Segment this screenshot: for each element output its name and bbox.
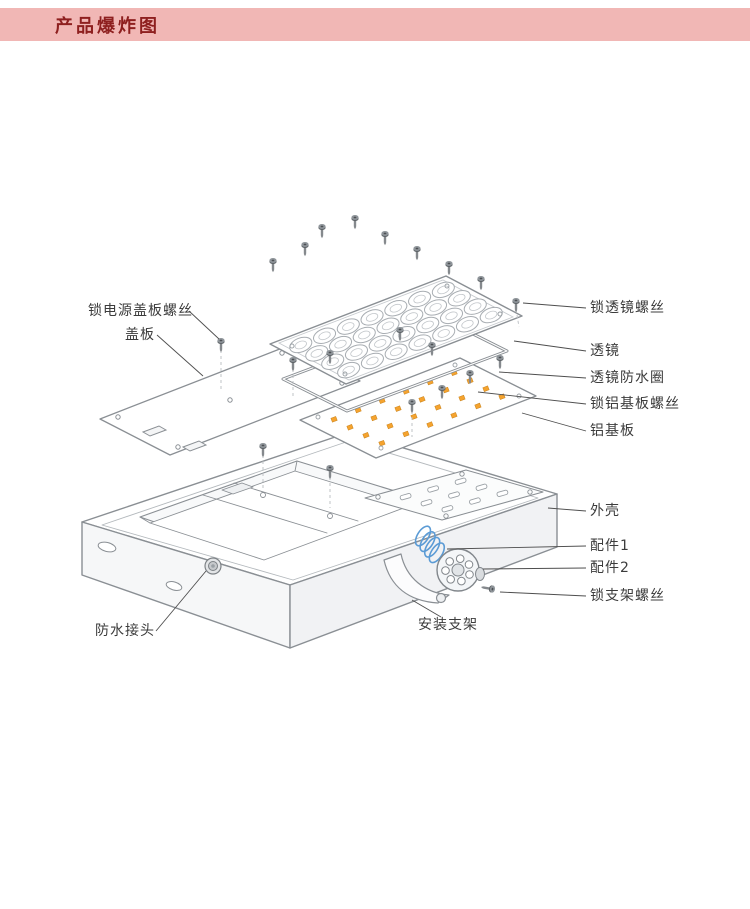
mounting-bracket-drawing [383, 553, 450, 604]
page-title: 产品爆炸图 [55, 15, 160, 37]
knob-holes [441, 554, 474, 586]
waterproof-gland-drawing [204, 557, 222, 575]
lens-panel-drawing [269, 275, 523, 385]
label-mounting-bracket: 安装支架 [418, 617, 478, 633]
label-lens: 透镜 [590, 343, 620, 359]
heatsink-vents [399, 477, 509, 513]
accessory-spring-drawing [414, 525, 446, 564]
label-waterproof-connector: 防水接头 [95, 623, 155, 639]
label-lock-pcb-screws: 锁铝基板螺丝 [590, 396, 680, 412]
label-aluminum-pcb: 铝基板 [590, 423, 635, 439]
label-accessory-1: 配件1 [590, 538, 630, 554]
accessory-knob-drawing [436, 548, 485, 592]
terminal-block-drawing [221, 482, 254, 495]
label-lock-bracket-screws: 锁支架螺丝 [590, 588, 665, 604]
label-housing: 外壳 [590, 503, 620, 519]
label-cover-plate: 盖板 [125, 327, 155, 343]
label-lock-lens-screws: 锁透镜螺丝 [590, 300, 665, 316]
page-header: 产品爆炸图 [0, 8, 750, 41]
label-lock-power-cover-screws: 锁电源盖板螺丝 [88, 303, 193, 319]
cover-plate-drawing [99, 344, 361, 456]
bracket-screw-drawing [480, 583, 496, 594]
label-lens-waterproof-ring: 透镜防水圈 [590, 370, 665, 386]
housing-drawing [81, 431, 558, 649]
assembly-axes [220, 308, 520, 508]
leader-lines [155, 302, 587, 632]
lens-array [289, 281, 503, 379]
label-accessory-2: 配件2 [590, 560, 630, 576]
